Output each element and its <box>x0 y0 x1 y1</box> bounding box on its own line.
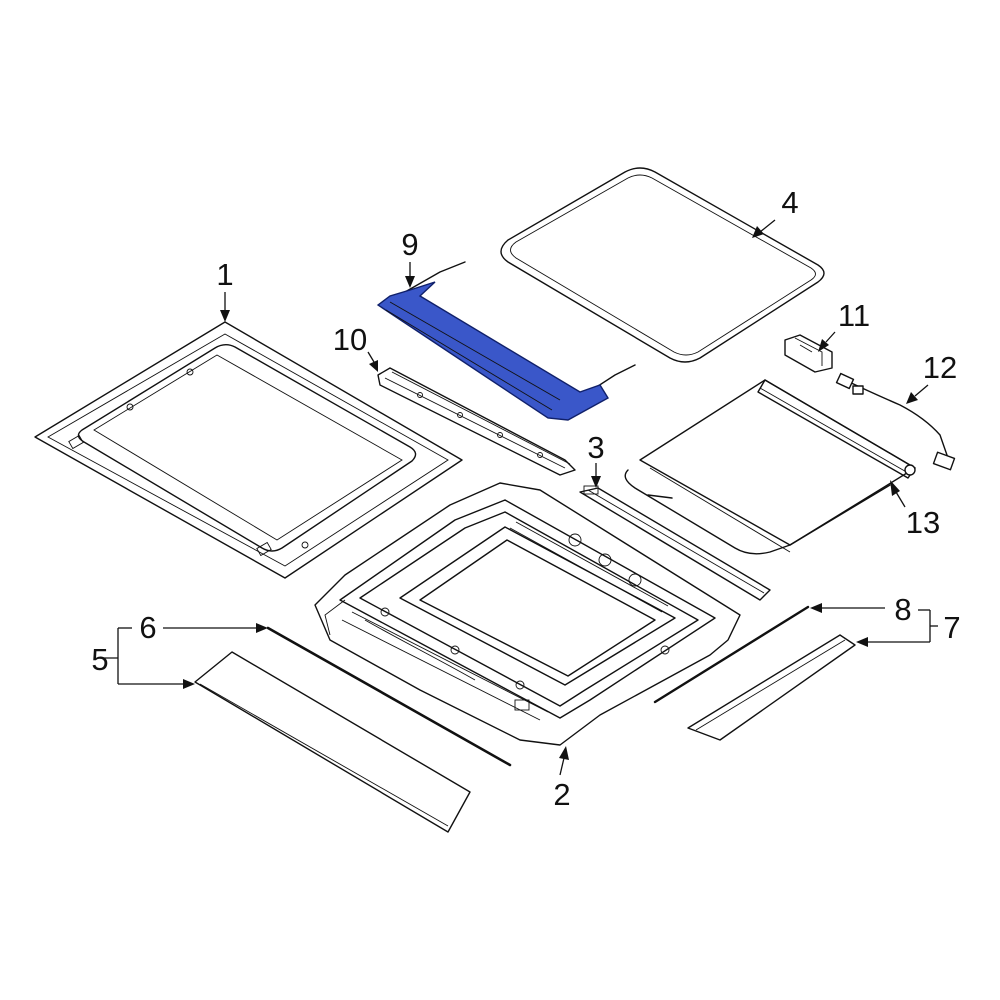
callout-5: 5 <box>91 642 108 677</box>
part-3-bracket-strip[interactable] <box>579 485 771 601</box>
part-13-sunshade[interactable] <box>624 379 916 555</box>
part-5-rear-panel[interactable] <box>194 651 471 833</box>
part-2-sunroof-frame[interactable] <box>314 482 741 746</box>
callout-7: 7 <box>943 610 960 645</box>
part-9-wind-deflector[interactable] <box>376 261 636 421</box>
part-1-roof-panel[interactable] <box>34 321 463 579</box>
part-12-wire-harness[interactable] <box>835 372 956 471</box>
callout-6: 6 <box>139 610 156 645</box>
callout-2: 2 <box>553 777 570 812</box>
callout-12: 12 <box>923 350 957 385</box>
callout-3: 3 <box>587 430 604 465</box>
part-6-seal-strip[interactable] <box>266 626 512 767</box>
callout-10: 10 <box>333 322 367 357</box>
part-11-motor[interactable] <box>784 334 833 373</box>
callout-8: 8 <box>894 592 911 627</box>
callout-13: 13 <box>906 505 940 540</box>
callout-1: 1 <box>216 257 233 292</box>
callout-4: 4 <box>781 185 798 220</box>
part-7-side-panel[interactable] <box>687 634 856 741</box>
callout-11: 11 <box>838 298 870 333</box>
leader-lines <box>100 219 938 776</box>
callout-9: 9 <box>401 227 418 262</box>
part-8-side-seal[interactable] <box>653 605 810 704</box>
part-4-glass-panel[interactable] <box>500 167 825 363</box>
part-10-rail[interactable] <box>377 367 576 476</box>
